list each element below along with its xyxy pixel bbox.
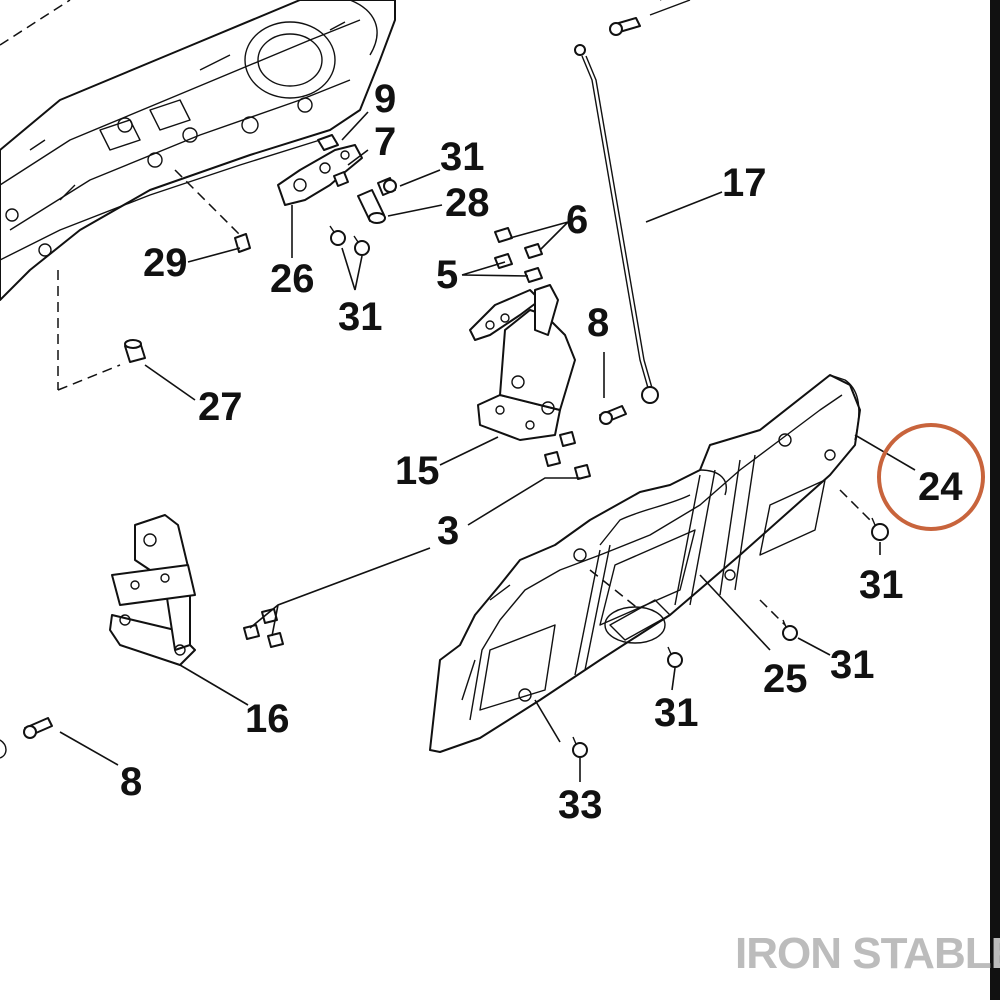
callout-27: 27 bbox=[198, 385, 243, 429]
bolt-31-middle bbox=[782, 619, 798, 641]
inner-door-panel-24 bbox=[429, 374, 861, 753]
callout-25: 25 bbox=[763, 657, 808, 701]
nuts-3-left bbox=[243, 608, 284, 648]
upper-hinge-bracket bbox=[277, 134, 363, 206]
callout-17: 17 bbox=[722, 161, 767, 205]
callout-26: 26 bbox=[270, 257, 315, 301]
bolt-31-upper bbox=[377, 177, 397, 196]
callout-31-b: 31 bbox=[338, 295, 383, 339]
callout-24: 24 bbox=[918, 465, 963, 509]
alignment-line-frame bbox=[174, 169, 241, 236]
support-cable-17 bbox=[574, 44, 659, 404]
highlight-circle-24 bbox=[877, 423, 985, 531]
bolts-31-pair bbox=[329, 225, 370, 256]
callout-9: 9 bbox=[374, 77, 396, 121]
callout-29: 29 bbox=[143, 241, 188, 285]
leader-lines bbox=[59, 111, 916, 782]
bushing-29 bbox=[234, 233, 251, 253]
bolt-33 bbox=[572, 736, 588, 758]
bolt-31-lower bbox=[667, 646, 683, 668]
callout-31-c: 31 bbox=[859, 563, 904, 607]
pin-28 bbox=[357, 189, 386, 224]
bolt-8-upper bbox=[599, 405, 627, 425]
callout-15: 15 bbox=[395, 449, 440, 493]
clips-5 bbox=[494, 253, 543, 283]
watermark-text: IRON STABLE bbox=[735, 929, 1000, 978]
alignment-line-31d bbox=[759, 599, 786, 626]
callout-31-e: 31 bbox=[654, 691, 699, 735]
door-frame bbox=[0, 0, 396, 301]
callout-labels: 9 7 31 28 26 31 29 27 6 5 8 17 15 3 24 3… bbox=[120, 77, 963, 827]
nuts-3-center bbox=[544, 431, 591, 480]
bolt-8-lower bbox=[0, 717, 53, 759]
callout-5: 5 bbox=[436, 253, 458, 297]
callout-31-d: 31 bbox=[830, 643, 875, 687]
callout-6: 6 bbox=[566, 198, 588, 242]
bushing-7 bbox=[333, 171, 349, 187]
clips-6 bbox=[494, 227, 543, 259]
callout-31-a: 31 bbox=[440, 135, 485, 179]
alignment-line-25 bbox=[589, 569, 641, 611]
bolt-top-right bbox=[609, 0, 691, 36]
bolt-31-right bbox=[871, 517, 889, 541]
alignment-line-31c bbox=[839, 489, 871, 521]
bushing-27 bbox=[124, 339, 146, 363]
callout-8-a: 8 bbox=[587, 301, 609, 345]
center-hinge-15 bbox=[469, 284, 576, 441]
callout-8-b: 8 bbox=[120, 760, 142, 804]
callout-33: 33 bbox=[558, 783, 603, 827]
callout-28: 28 bbox=[445, 181, 490, 225]
callout-7: 7 bbox=[374, 120, 396, 164]
right-border bbox=[990, 0, 1000, 1000]
callout-16: 16 bbox=[245, 697, 290, 741]
alignment-line-diagonal bbox=[57, 364, 121, 391]
lower-hinge-16 bbox=[109, 514, 196, 666]
callout-3: 3 bbox=[437, 509, 459, 553]
